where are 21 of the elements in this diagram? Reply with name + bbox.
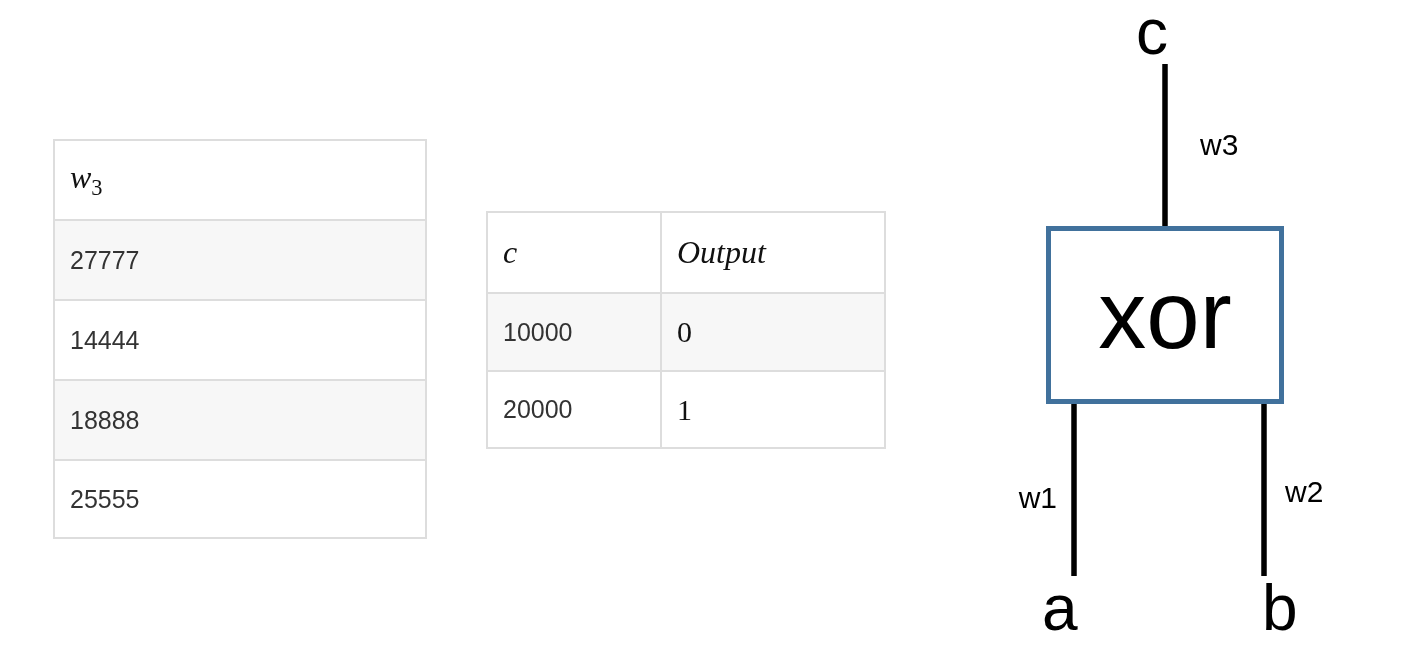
- input-label: b: [1262, 576, 1298, 640]
- table-cell: 1: [660, 370, 886, 449]
- table-cell: 10000: [486, 292, 662, 372]
- logic-gate: xor: [1046, 226, 1284, 404]
- table-cell: 14444: [53, 299, 427, 381]
- wire: [1261, 404, 1267, 576]
- header-cell: w$_{3}$: [53, 139, 427, 221]
- header-cell: Output: [660, 211, 886, 294]
- edge-label: w1: [1018, 483, 1057, 513]
- table-cell: 0: [660, 292, 886, 372]
- table-cell: 27777: [53, 219, 427, 301]
- wire: [1071, 404, 1077, 576]
- table-cell: 25555: [53, 459, 427, 539]
- table-cell: 18888: [53, 379, 427, 461]
- edge-label: w2: [1285, 477, 1324, 507]
- output-label: c: [1136, 0, 1168, 64]
- table-cell: 20000: [486, 370, 662, 449]
- edge-label: w3: [1200, 130, 1239, 160]
- header-cell: c: [486, 211, 662, 294]
- input-label: a: [1042, 576, 1078, 640]
- wire: [1162, 64, 1168, 226]
